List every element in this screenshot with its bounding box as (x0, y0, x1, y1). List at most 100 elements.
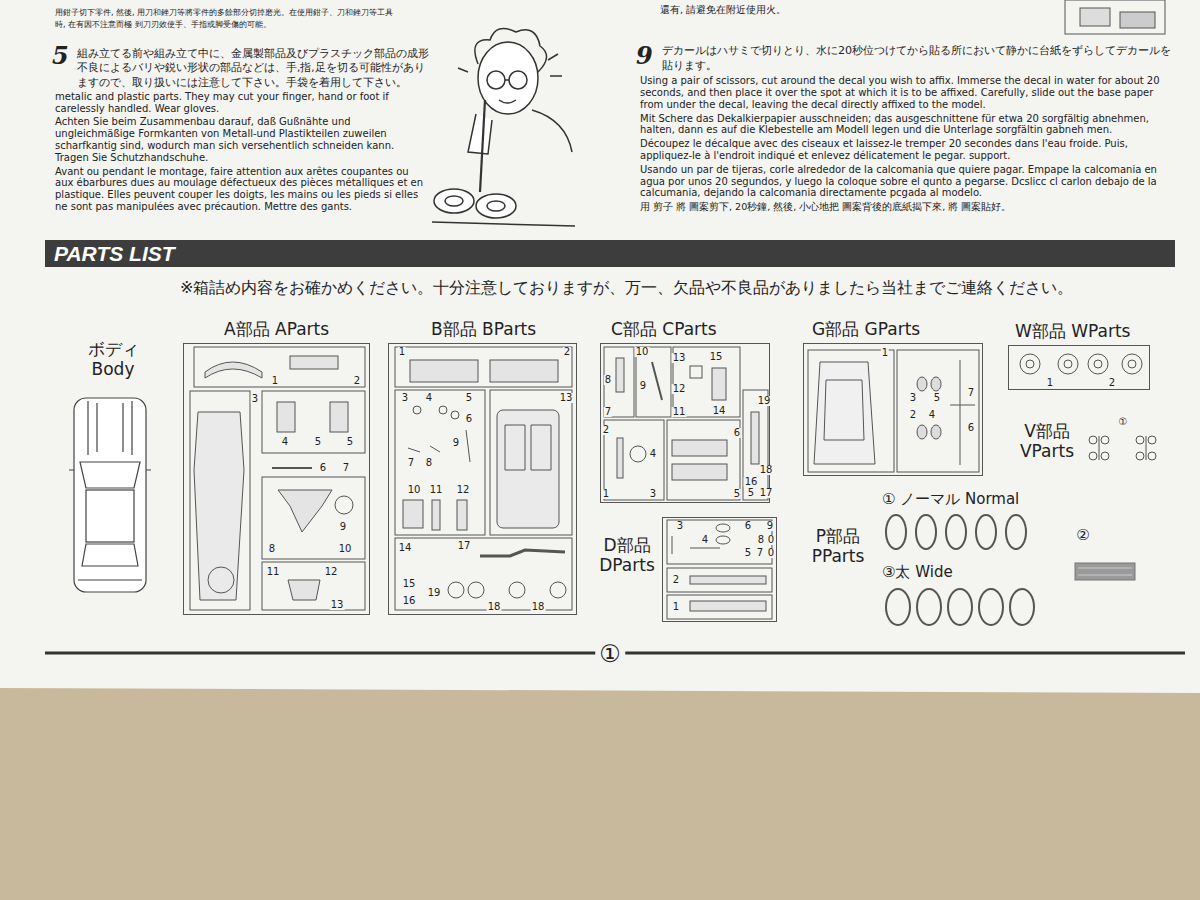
part-shape (1020, 354, 1040, 374)
group-heading: ボディ Body (73, 340, 153, 379)
parts-group: V部品 VParts (1014, 422, 1080, 467)
callout-number: 1 (602, 489, 610, 499)
sprue-frame (395, 347, 572, 387)
callout-number: ① (1118, 417, 1129, 427)
callout-number: 9 (452, 438, 460, 448)
corner-illustration (1065, 0, 1165, 34)
part-shape (403, 500, 423, 528)
instruction-text: Achten Sie beim Zusammenbau darauf, daß … (55, 116, 430, 163)
callout-number: 13 (672, 353, 687, 363)
callout-number: 6 (744, 521, 752, 531)
part-shape (490, 360, 558, 382)
figure-line (468, 114, 492, 154)
part-shape (1136, 452, 1144, 460)
callout-number: 5 (733, 489, 741, 499)
group-heading: A部品 AParts (224, 320, 329, 340)
part-shape (716, 524, 730, 532)
callout-number: 17 (457, 541, 472, 551)
part-shape (410, 360, 478, 382)
sprue-frame (262, 391, 365, 453)
callout-number: 1 (881, 348, 889, 358)
sprue-frame (667, 568, 772, 592)
figure-line (434, 189, 474, 213)
sprue-frame (395, 538, 572, 610)
part-shape (278, 490, 332, 532)
callout-number: 2 (353, 376, 361, 386)
part-shape (1089, 452, 1097, 460)
part-shape (194, 412, 244, 600)
callout-number: 2 (563, 347, 571, 357)
sheet-text: 還有, 請避免在附近使用火。 (660, 4, 786, 15)
callout-number: 6 (967, 423, 975, 433)
callout-number: 4 (425, 393, 433, 403)
text-column: 用鉗子切下零件, 然後, 用刀和銼刀等將零件的多餘部分切掉磨光。在使用鉗子、刀和… (55, 8, 435, 31)
part-shape (630, 446, 646, 462)
parts-group: ボディ Body (68, 340, 158, 385)
callout-number: 8 (425, 458, 433, 468)
instruction-text: 時, 在有因不注意而極 到刀刃效使手、手指或脚受傷的可能。 (55, 20, 435, 30)
instruction-text: デカールはハサミで切りとり、水に20秒位つけてから貼る所において静かに台紙をずら… (662, 44, 1175, 73)
figure-line (475, 28, 547, 72)
callout-number: 11 (429, 485, 444, 495)
callout-number: 16 (402, 596, 417, 606)
callout-number: 10 (338, 544, 353, 554)
callout-number: 6 (319, 463, 327, 473)
part-shape (480, 550, 565, 556)
sprue-frame (190, 391, 250, 610)
part-shape (1064, 360, 1072, 368)
instruction-text: Avant ou pendant le montage, faire atten… (55, 166, 430, 213)
callout-number: 9 (639, 381, 647, 391)
callout-number: 6 (465, 414, 473, 424)
warning-illustration (432, 28, 575, 226)
figure-line (476, 194, 516, 218)
callout-number: 0 (767, 548, 775, 558)
figure-line (80, 462, 140, 488)
sheet-part (1075, 563, 1135, 580)
callout-number: 18 (487, 602, 502, 612)
tire-shape (1010, 589, 1034, 625)
sprue-frame (667, 420, 740, 500)
wheel-parts (1020, 354, 1142, 374)
callout-number: 7 (967, 388, 975, 398)
part-shape (1094, 360, 1102, 368)
b-sprue (395, 347, 572, 610)
callout-number: 4 (701, 535, 709, 545)
callout-number: 2 (909, 410, 917, 420)
title-bar (45, 240, 1175, 267)
callout-number: 10 (407, 485, 422, 495)
sprue-frame (667, 520, 772, 564)
part-shape (272, 467, 312, 469)
sprue-frame (636, 347, 671, 417)
figure-line (432, 222, 575, 226)
callout-number: 8 (268, 544, 276, 554)
part-shape (1136, 436, 1144, 444)
sheet-text: 9 (636, 42, 653, 71)
tire-shape (917, 589, 941, 625)
callout-number: 3 (909, 393, 917, 403)
callout-number: 8 (604, 375, 612, 385)
part-shape (931, 425, 941, 439)
callout-number: 3 (251, 394, 259, 404)
callout-number: 15 (709, 352, 724, 362)
callout-number: 11 (672, 407, 687, 417)
callout-number: 8 (757, 535, 765, 545)
figure-line (1065, 0, 1165, 34)
sprue-frame (490, 390, 572, 535)
parts-frame: W部品 WParts (1008, 345, 1150, 390)
group-heading: B部品 BParts (431, 320, 536, 340)
figure-line (478, 42, 538, 114)
part-shape (288, 580, 320, 600)
callout-number: 19 (757, 396, 772, 406)
part-shape (1122, 354, 1142, 374)
figure-line (74, 398, 146, 592)
figure-line (487, 201, 505, 211)
part-shape (1101, 436, 1109, 444)
part-shape (1148, 436, 1156, 444)
callout-number: 1 (398, 347, 406, 357)
sprue-frame (604, 347, 634, 417)
group-heading: P部品 PParts (806, 527, 870, 566)
callout-number: 18 (531, 602, 546, 612)
callout-number: 11 (266, 567, 281, 577)
figure-line (82, 544, 138, 566)
callout-number: 12 (456, 485, 471, 495)
